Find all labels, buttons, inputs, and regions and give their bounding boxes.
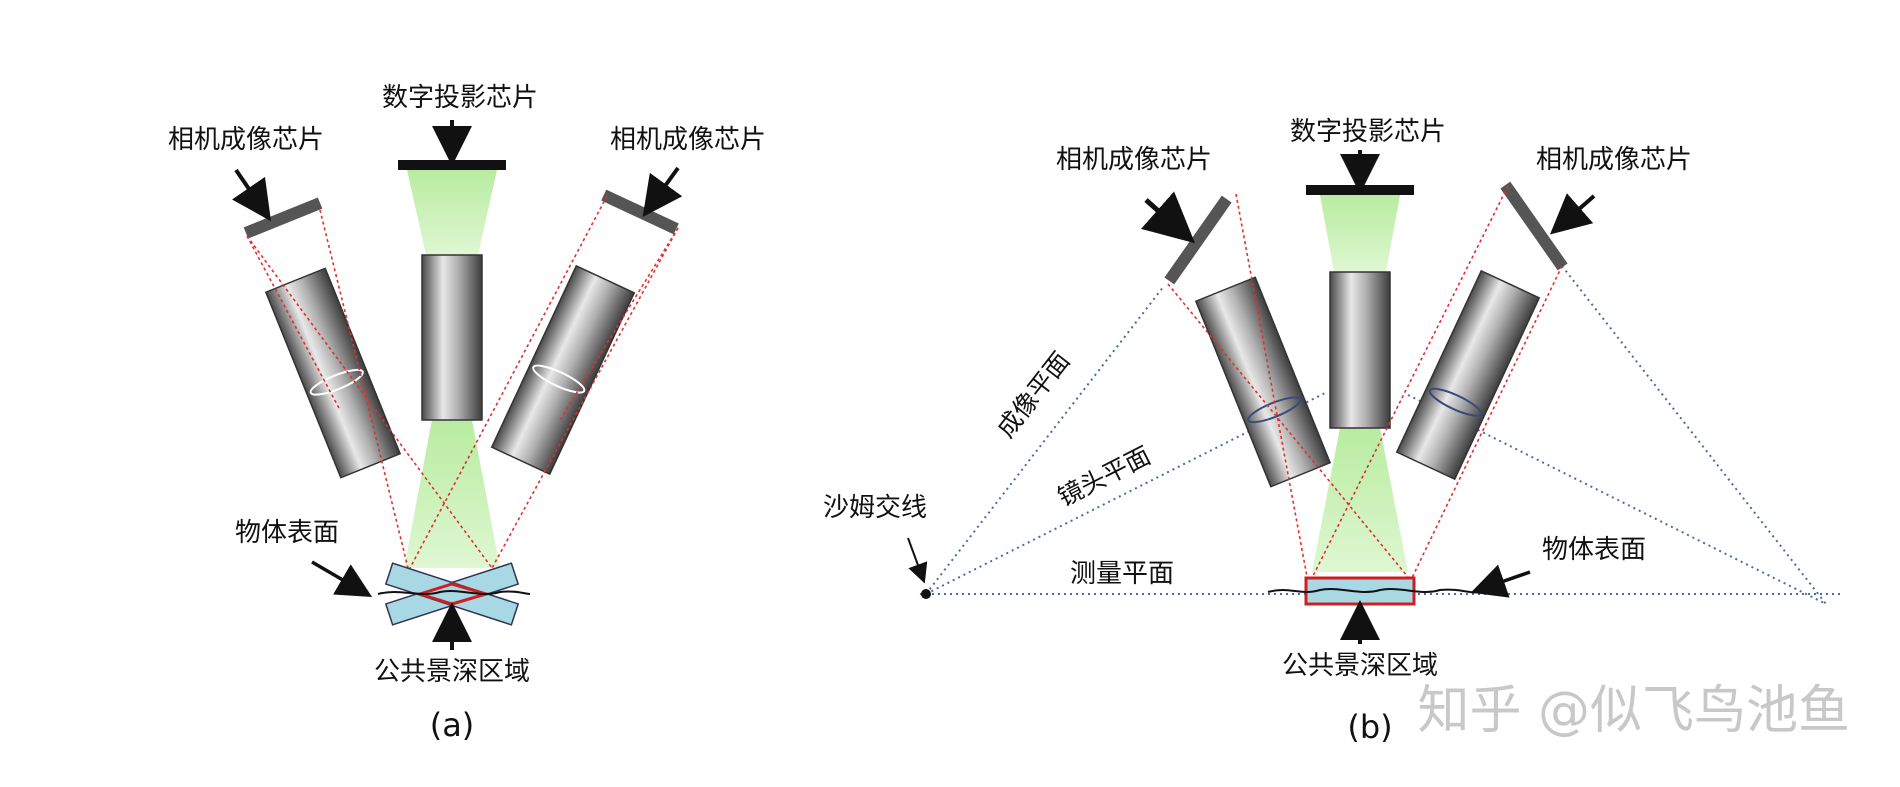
scheimpflug-point <box>921 589 931 599</box>
projector-beam-top-b <box>1320 195 1400 272</box>
object-surface-arrow-b <box>1470 564 1531 598</box>
projector-chip-label-b: 数字投影芯片 <box>1290 117 1446 147</box>
object-surface-line-a <box>377 590 531 595</box>
scheimpflug-line-label: 沙姆交线 <box>823 493 927 523</box>
common-dof-label-b: 公共景深区域 <box>1282 651 1438 681</box>
projector-lens <box>421 254 483 421</box>
object-surface-label-a: 物体表面 <box>235 518 339 548</box>
right-chip-arrow-b <box>1549 193 1596 235</box>
right-camera-chip-label-a: 相机成像芯片 <box>610 125 766 155</box>
left-camera-chip-label-a: 相机成像芯片 <box>168 125 324 155</box>
lens-plane-label: 镜头平面 <box>1053 441 1155 512</box>
caption-b: (b) <box>1347 708 1392 746</box>
scheimpflug-arrow <box>907 537 928 584</box>
right-chip-arrow <box>642 166 683 217</box>
left-camera-chip-label-b: 相机成像芯片 <box>1056 145 1212 175</box>
diagram-a: 数字投影芯片 相机成像芯片 相机成像芯片 物体表面 公共景深区域 (a) <box>168 83 766 744</box>
right-camera-chip <box>601 189 679 235</box>
left-camera-chip-b <box>1164 195 1232 285</box>
diagram-b: 数字投影芯片 相机成像芯片 相机成像芯片 成像平面 镜头平面 沙姆交线 测量平面… <box>823 117 1840 746</box>
left-camera-lens <box>264 267 402 479</box>
object-surface-label-b: 物体表面 <box>1542 535 1646 565</box>
measure-plane-label: 测量平面 <box>1070 559 1174 589</box>
left-camera-lens-element <box>309 368 364 396</box>
right-camera-lens-element-b <box>1428 387 1482 417</box>
projector-chip-b <box>1306 185 1414 195</box>
projector-chip <box>398 160 506 170</box>
left-camera <box>243 197 402 479</box>
left-camera-chip <box>243 197 323 239</box>
projector-lens-b <box>1329 271 1391 429</box>
watermark-text: 知乎 @似飞鸟池鱼 <box>1417 681 1850 741</box>
dof-bars <box>377 562 531 626</box>
right-camera-lens-element <box>532 364 586 394</box>
projector-chip-label-a: 数字投影芯片 <box>382 83 538 113</box>
object-surface-line-b <box>1267 588 1479 594</box>
projector-beam-bottom <box>404 420 500 568</box>
left-camera-lens-element-b <box>1247 396 1302 424</box>
right-camera-chip-b <box>1500 181 1568 271</box>
projector-beam-top <box>407 170 497 255</box>
image-plane-left <box>925 285 1165 595</box>
camera-rays-b <box>1167 185 1563 583</box>
right-camera-lens-b <box>1395 269 1541 481</box>
common-dof-label-a: 公共景深区域 <box>374 657 530 687</box>
object-surface-arrow-a <box>311 560 373 598</box>
caption-a: (a) <box>430 706 475 744</box>
right-camera-chip-label-b: 相机成像芯片 <box>1536 145 1692 175</box>
right-camera-lens <box>490 264 636 476</box>
left-chip-arrow <box>231 168 272 222</box>
image-plane-label: 成像平面 <box>991 346 1075 443</box>
left-chip-arrow-b <box>1140 191 1195 244</box>
camera-rays <box>246 195 679 569</box>
right-camera <box>490 189 679 476</box>
left-camera-lens-b <box>1194 276 1332 488</box>
projector-beam-bottom-b <box>1312 428 1408 572</box>
